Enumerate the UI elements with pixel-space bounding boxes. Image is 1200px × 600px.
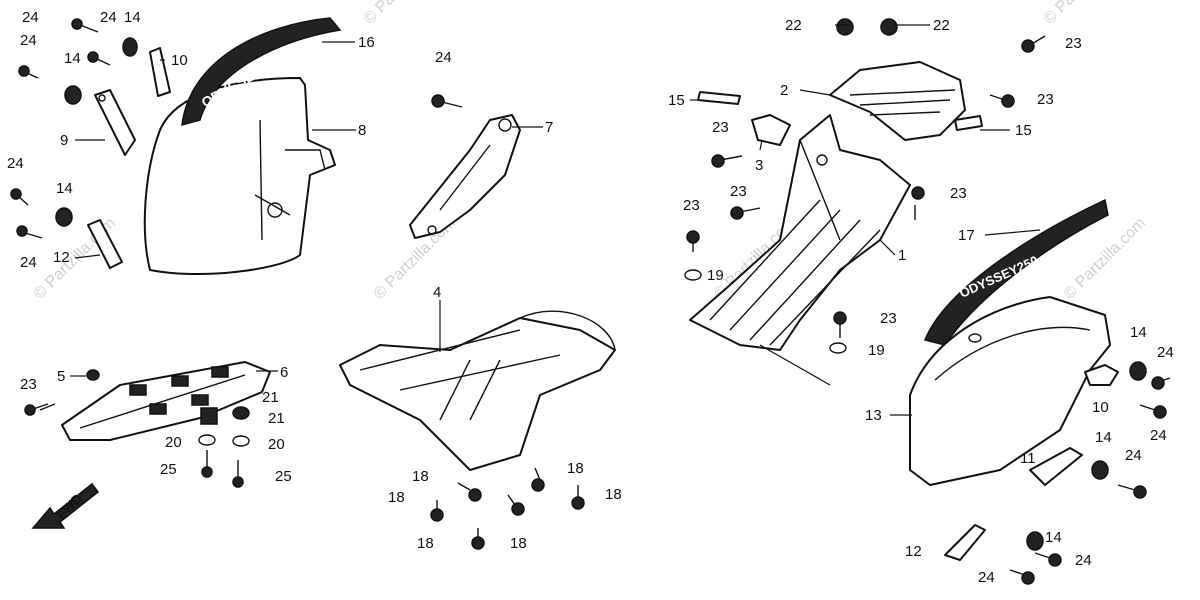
callout-15-b: 15 — [1015, 122, 1032, 139]
washers-part-19 — [684, 269, 847, 354]
callout-21-a: 21 — [262, 389, 279, 406]
bolts-part-24-left — [10, 18, 111, 239]
bolt-part-24-mid — [431, 94, 463, 108]
callout-24-f: 24 — [435, 49, 452, 66]
callout-14-e: 14 — [1095, 429, 1112, 446]
callout-15-a: 15 — [668, 92, 685, 109]
bracket-part-9 — [94, 89, 136, 156]
rack-part-4 — [339, 310, 616, 471]
callout-24-b: 24 — [20, 32, 37, 49]
callout-24-g: 24 — [1157, 344, 1174, 361]
callout-24-j: 24 — [1075, 552, 1092, 569]
callout-23-g: 23 — [880, 310, 897, 327]
hardware-parts-20-21-25 — [24, 369, 250, 488]
watermark: © Partzilla.com — [361, 0, 449, 28]
brackets-part-10-11-12-right — [944, 364, 1119, 561]
callout-24-k: 24 — [978, 569, 995, 586]
fwd-arrow: FWD — [31, 482, 100, 529]
callout-20-a: 20 — [165, 434, 182, 451]
callout-24-i: 24 — [1125, 447, 1142, 464]
callout-16: 16 — [358, 34, 375, 51]
callout-4: 4 — [433, 284, 441, 301]
callout-12-left: 12 — [53, 249, 70, 266]
fender-part-1 — [689, 114, 911, 351]
top-cover-part-2 — [829, 61, 966, 141]
callout-18-c: 18 — [388, 489, 405, 506]
callout-23-c: 23 — [712, 119, 729, 136]
callout-17: 17 — [958, 227, 975, 244]
bolts-part-24-right — [1009, 376, 1171, 585]
callout-23-f: 23 — [683, 197, 700, 214]
callout-14-f: 14 — [1045, 529, 1062, 546]
watermark: © Partzilla.com — [1041, 0, 1129, 28]
callout-19-b: 19 — [868, 342, 885, 359]
callout-24-d: 24 — [7, 155, 24, 172]
callout-10-right: 10 — [1092, 399, 1109, 416]
bracket-part-10 — [149, 47, 171, 97]
callout-18-b: 18 — [567, 460, 584, 477]
callout-numbers: 16 8 9 10 12 24 24 24 14 14 24 14 24 24 … — [7, 9, 1174, 586]
callout-25-b: 25 — [275, 468, 292, 485]
bracket-part-3 — [751, 114, 791, 146]
callout-6: 6 — [280, 364, 288, 381]
labels-part-15 — [697, 91, 983, 131]
callout-13: 13 — [865, 407, 882, 424]
callout-21-b: 21 — [268, 410, 285, 427]
front-cover-part-8 — [143, 77, 336, 275]
callout-19-a: 19 — [707, 267, 724, 284]
callout-18-a: 18 — [412, 468, 429, 485]
callout-23-e: 23 — [950, 185, 967, 202]
callout-25-a: 25 — [160, 461, 177, 478]
skid-plate-part-6 — [61, 361, 271, 441]
callout-18-e: 18 — [417, 535, 434, 552]
leader-lines — [70, 24, 1041, 416]
callout-14-d: 14 — [1130, 324, 1147, 341]
callout-18-f: 18 — [510, 535, 527, 552]
callout-22-a: 22 — [785, 17, 802, 34]
callout-22-b: 22 — [933, 17, 950, 34]
callout-9: 9 — [60, 132, 68, 149]
side-cover-part-13 — [909, 296, 1111, 486]
callout-23-b: 23 — [1037, 91, 1054, 108]
bolts-part-23-right — [39, 35, 1046, 411]
callout-24-a: 24 — [22, 9, 39, 26]
callout-2: 2 — [780, 82, 788, 99]
decal-right-text: ODYSSEY250 — [957, 253, 1040, 301]
callout-24-c: 24 — [100, 9, 117, 26]
grommets-part-14-right — [1026, 361, 1147, 551]
callout-1: 1 — [898, 247, 906, 264]
nuts-part-22 — [836, 18, 898, 36]
callout-20-b: 20 — [268, 436, 285, 453]
callout-23-left: 23 — [20, 376, 37, 393]
callout-23-d: 23 — [730, 183, 747, 200]
callout-7: 7 — [545, 119, 553, 136]
callout-11: 11 — [1020, 450, 1036, 467]
callout-24-h: 24 — [1150, 427, 1167, 444]
callout-14-a: 14 — [124, 9, 141, 26]
callout-14-b: 14 — [64, 50, 81, 67]
callout-18-d: 18 — [605, 486, 622, 503]
callout-10-left: 10 — [171, 52, 188, 69]
callout-8: 8 — [358, 122, 366, 139]
callout-12-right: 12 — [905, 543, 922, 560]
bracket-part-12 — [87, 219, 123, 269]
callout-23-a: 23 — [1065, 35, 1082, 52]
callout-5: 5 — [57, 368, 65, 385]
bracket-part-7 — [409, 114, 521, 239]
callout-14-c: 14 — [56, 180, 73, 197]
callout-24-e: 24 — [20, 254, 37, 271]
callout-3: 3 — [755, 157, 763, 174]
bolts-part-18 — [430, 467, 585, 550]
grommets-part-14-left — [55, 37, 138, 227]
